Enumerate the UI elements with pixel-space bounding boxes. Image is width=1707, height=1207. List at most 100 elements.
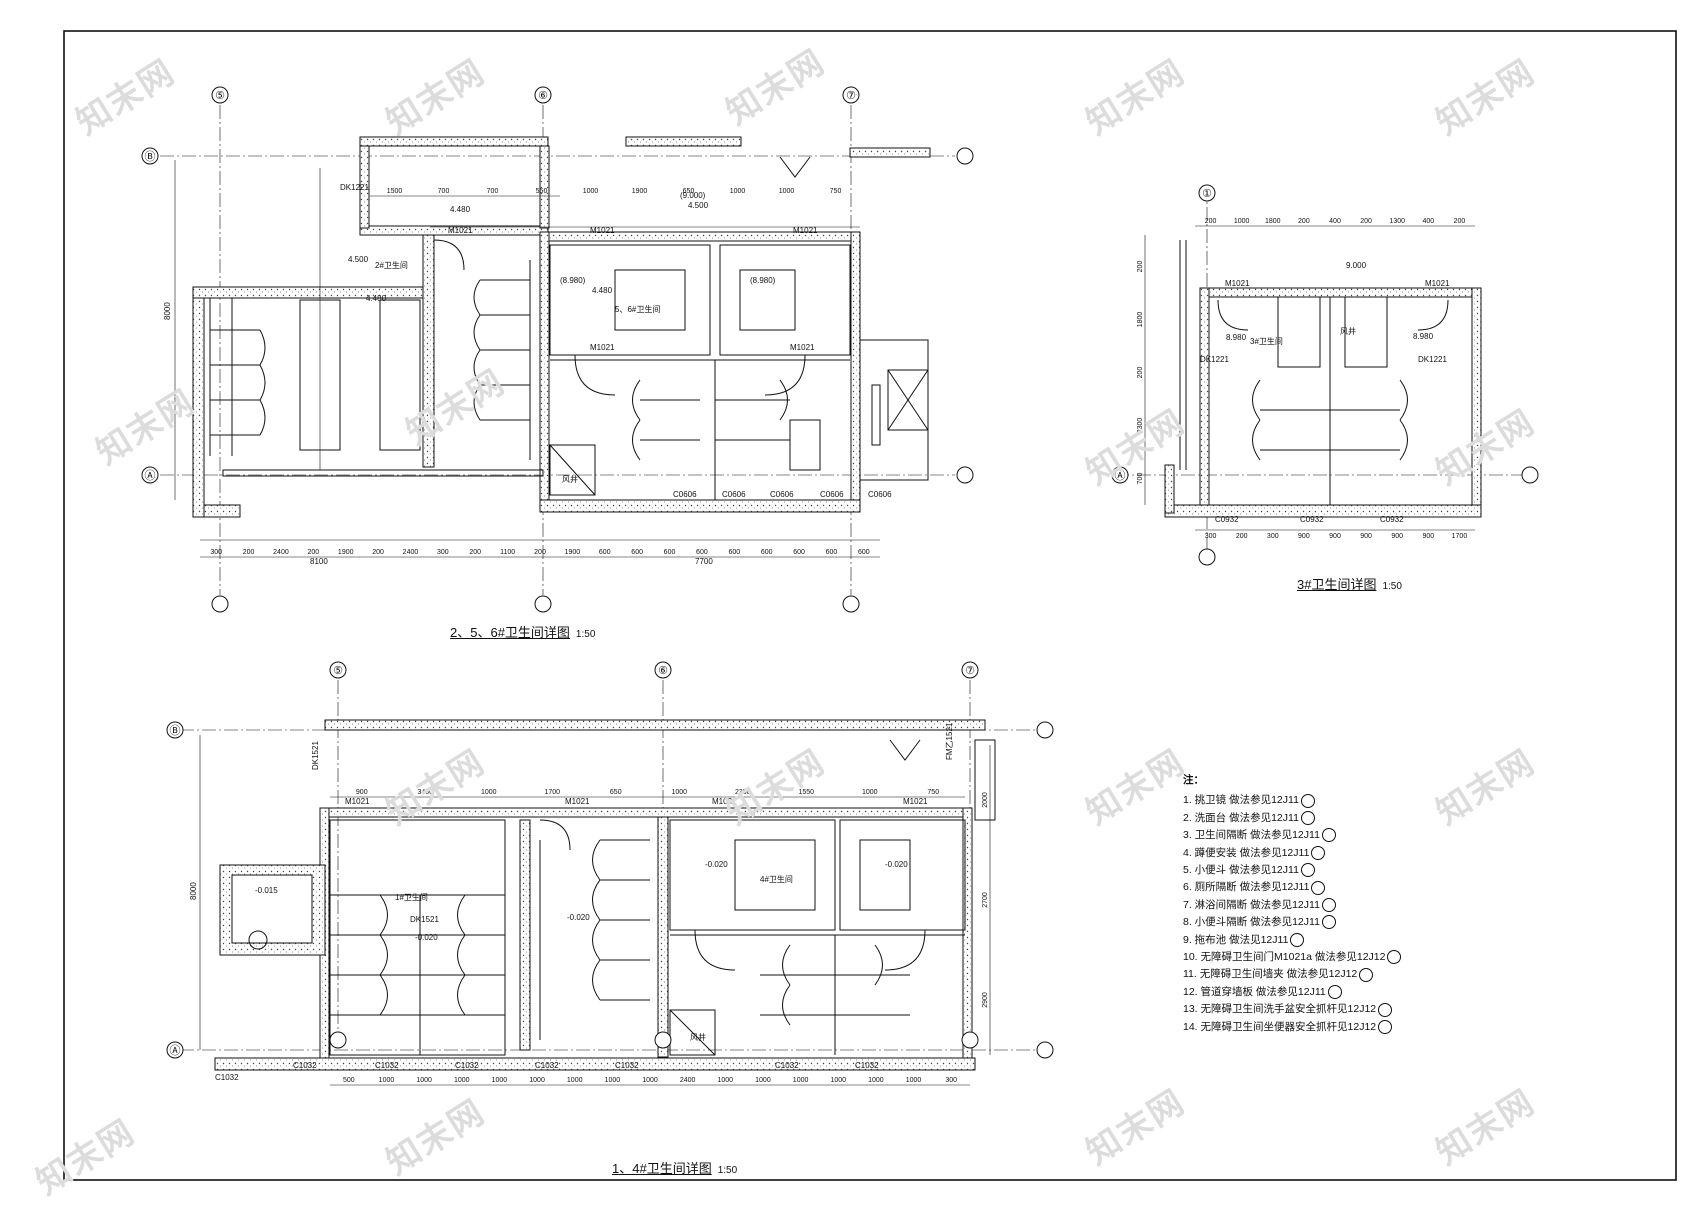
dimension-value: 300 xyxy=(1205,533,1217,540)
dimension-value: 700 xyxy=(1137,473,1144,485)
dim-total: 8100 xyxy=(310,557,328,566)
note-item: 3. 卫生间隔断 做法参见12J11 xyxy=(1183,827,1401,844)
sheet-frame xyxy=(63,30,1677,1181)
door-tag: M1021 xyxy=(712,797,737,806)
window-tag: C1032 xyxy=(375,1061,399,1070)
window-tag: C0606 xyxy=(770,490,794,499)
elevation: -0.020 xyxy=(885,860,908,869)
note-text: 2. 洗面台 做法参见12J11 xyxy=(1183,811,1299,824)
window-tag: C0606 xyxy=(820,490,844,499)
notes-list: 1. 挑卫镜 做法参见12J11 2. 洗面台 做法参见12J11 3. 卫生间隔断… xyxy=(1183,792,1402,1036)
axis-label: ⑦ xyxy=(965,665,975,677)
reference-mark-icon xyxy=(1321,898,1336,913)
reference-mark-icon xyxy=(1300,811,1315,826)
axis-label: ⑤ xyxy=(333,665,343,677)
dimension-value: 200 xyxy=(534,549,546,556)
dimension-value: 1000 xyxy=(862,789,878,796)
dimension-value: 1550 xyxy=(798,789,814,796)
window-tag: C0932 xyxy=(1380,515,1404,524)
note-item: 2. 洗面台 做法参见12J11 xyxy=(1183,810,1401,827)
elevation: -0.020 xyxy=(705,860,728,869)
row-label: Ⓐ xyxy=(145,469,156,482)
dimension-value: 2700 xyxy=(982,892,989,908)
dimension-value: 1000 xyxy=(454,1077,470,1084)
dimension-value: 2400 xyxy=(403,549,419,556)
room-label: 1#卫生间 xyxy=(395,892,428,902)
dimension-value: 500 xyxy=(343,1077,355,1084)
note-item: 6. 厕所隔断 做法参见12J11 xyxy=(1183,879,1401,896)
window-tag: C1032 xyxy=(455,1061,479,1070)
room-label: 5、6#卫生间 xyxy=(615,304,660,314)
elevation: 4.480 xyxy=(592,286,613,295)
dimension-value: 400 xyxy=(1422,218,1434,225)
dimension-value: 900 xyxy=(1391,533,1403,540)
note-item: 5. 小便斗 做法参见12J11 xyxy=(1183,862,1401,879)
dimension-value: 2900 xyxy=(982,992,989,1008)
door-tag: M1021 xyxy=(590,226,615,235)
reference-mark-icon xyxy=(1321,828,1336,843)
notes-title: 注： xyxy=(1183,774,1204,786)
window-tag: C1032 xyxy=(215,1073,239,1082)
dimension-value: 200 xyxy=(1137,261,1144,273)
note-text: 11. 无障碍卫生间墙夹 做法参见12J12 xyxy=(1183,968,1358,981)
room-label: 3#卫生间 xyxy=(1250,336,1283,346)
dimension-value: 200 xyxy=(469,549,481,556)
axis-label: ⑦ xyxy=(846,90,856,102)
note-text: 3. 卫生间隔断 做法参见12J11 xyxy=(1183,829,1320,842)
dimension-value: 650 xyxy=(610,789,622,796)
window-tag: C0606 xyxy=(868,490,892,499)
dimension-value: 1000 xyxy=(730,188,746,195)
elevation: 8.980 xyxy=(1226,333,1247,342)
reference-mark-icon xyxy=(1387,950,1402,965)
elevation: (8.980) xyxy=(560,276,586,285)
door-tag: M1021 xyxy=(590,343,615,352)
window-tag: C0606 xyxy=(673,490,697,499)
door-tag: M1021 xyxy=(345,797,370,806)
shaft-label: 风井 xyxy=(690,1032,706,1042)
dimension-value: 700 xyxy=(487,188,499,195)
room-label: 2#卫生间 xyxy=(375,260,408,270)
elevation: 4.500 xyxy=(348,255,369,264)
window-tag: C0932 xyxy=(1300,515,1324,524)
elevation: -0.020 xyxy=(415,933,438,942)
shaft-label: 风井 xyxy=(1340,326,1356,336)
dimension-value: 2000 xyxy=(982,792,989,808)
note-text: 13. 无障碍卫生间洗手盆安全抓杆见12J12 xyxy=(1183,1003,1377,1016)
dimension-value: 1900 xyxy=(565,549,581,556)
door-tag: DK1521 xyxy=(311,741,320,770)
dimension-value: 1000 xyxy=(779,188,795,195)
dimension-value: 2400 xyxy=(273,549,289,556)
dimension-value: 1000 xyxy=(416,1077,432,1084)
note-item: 10. 无障碍卫生间门M1021a 做法参见12J12 xyxy=(1183,949,1402,966)
shaft-label: 风井 xyxy=(562,474,578,484)
note-item: 14. 无障碍卫生间坐便器安全抓杆见12J12 xyxy=(1183,1019,1401,1036)
dimension-value: 1000 xyxy=(718,1077,734,1084)
door-tag: FM乙1521 xyxy=(945,722,954,760)
axis-label: ⑥ xyxy=(658,665,668,677)
elevation: -0.015 xyxy=(255,886,278,895)
dimension-value: 1000 xyxy=(830,1077,846,1084)
row-label: Ⓑ xyxy=(145,150,156,163)
note-text: 4. 蹲便安装 做法参见12J11 xyxy=(1183,846,1310,859)
note-text: 1. 挑卫镜 做法参见12J11 xyxy=(1183,794,1299,807)
dimension-value: 200 xyxy=(1298,218,1310,225)
axis-label: ① xyxy=(1202,188,1212,200)
dim-left: 8000 xyxy=(189,882,198,900)
door-tag: M1021 xyxy=(1425,279,1450,288)
note-item: 8. 小便斗隔断 做法参见12J11 xyxy=(1183,914,1401,931)
reference-mark-icon xyxy=(1311,845,1326,860)
dim-left: 8000 xyxy=(163,302,172,320)
reference-mark-icon xyxy=(1300,793,1315,808)
door-tag: M1021 xyxy=(1225,279,1250,288)
dimension-value: 2400 xyxy=(680,1077,696,1084)
dimension-value: 600 xyxy=(728,549,740,556)
dimension-value: 200 xyxy=(1236,533,1248,540)
door-tag: M1021 xyxy=(793,226,818,235)
reference-mark-icon xyxy=(1300,863,1315,878)
caption-title: 3#卫生间详图 xyxy=(1297,577,1377,592)
drawing-14 xyxy=(180,680,1050,1086)
dimension-value: 900 xyxy=(1298,533,1310,540)
dimension-value: 750 xyxy=(830,188,842,195)
